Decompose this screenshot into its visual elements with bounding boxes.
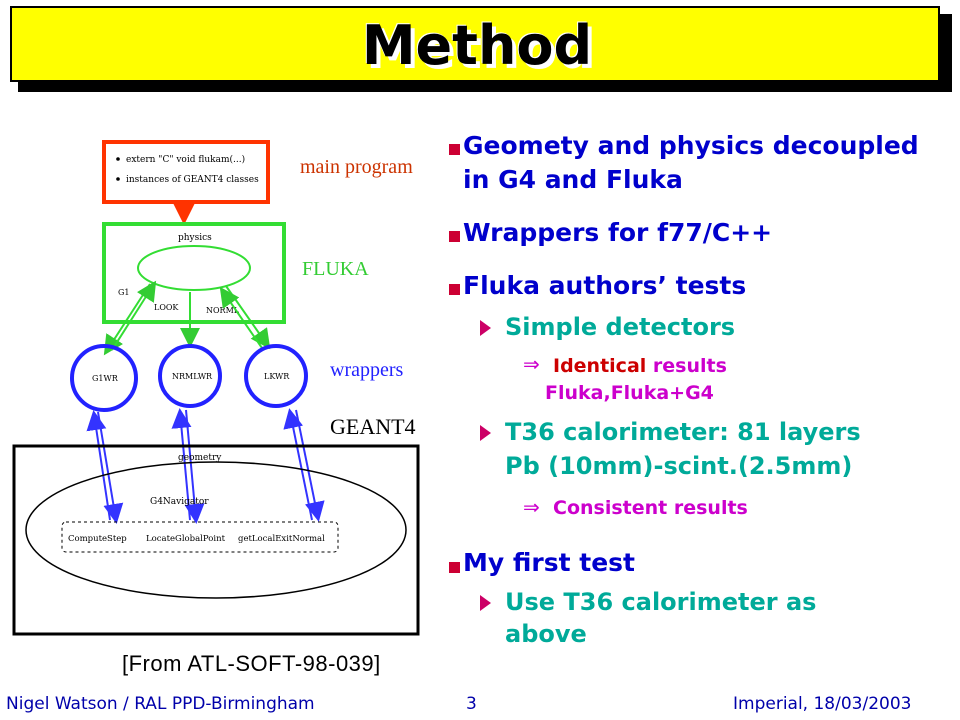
footer-venue-date: Imperial, 18/03/2003 — [733, 694, 912, 714]
green-arrow-lkwr-out — [219, 286, 263, 349]
bullet-1-line1: Geomety and physics decoupled — [463, 131, 919, 160]
lkwr-label: LKWR — [264, 372, 290, 381]
bullet-square-1 — [449, 144, 460, 155]
bullet-3: Fluka authors’ tests — [463, 271, 747, 300]
architecture-diagram: extern "C" void flukam(...) instances of… — [12, 140, 420, 636]
bullet-3-sub2-result: Consistent results — [553, 497, 748, 519]
footer-page-number: 3 — [466, 694, 477, 714]
geant4-label: GEANT4 — [330, 414, 416, 439]
locate-point-label: LocateGlobalPoint — [146, 534, 226, 544]
blue-arrow-lkwr-down — [295, 409, 325, 522]
g1-label: G1 — [118, 288, 129, 297]
bullet-square-2 — [449, 231, 460, 242]
physics-label: physics — [178, 233, 212, 243]
methods-dashed-box — [61, 521, 339, 553]
bullet-square-3 — [449, 284, 460, 295]
blue-arrow-nrmlwr-up — [171, 408, 192, 521]
navigator-label: G4Navigator — [150, 497, 209, 507]
compute-step-label: ComputeStep — [68, 534, 127, 544]
geometry-label: geometry — [178, 453, 222, 463]
lkwr-circle — [244, 344, 308, 408]
g1wr-circle — [70, 344, 138, 412]
footer-author: Nigel Watson / RAL PPD-Birmingham — [6, 694, 315, 714]
main-box-bullet-1 — [116, 157, 120, 161]
bullet-3-sub1: Simple detectors — [505, 313, 736, 341]
sub-bullet-arrow-1 — [480, 320, 491, 336]
bullet-3-sub2-line1: T36 calorimeter: 81 layers — [505, 418, 861, 446]
bullet-4-sub1-line1: Use T36 calorimeter as — [505, 588, 817, 616]
g1wr-label: G1WR — [92, 374, 119, 383]
bullet-2: Wrappers for f77/C++ — [463, 218, 773, 247]
bullet-square-4 — [449, 562, 460, 573]
green-arrow-g1wr-out — [111, 280, 157, 351]
results-word: results — [646, 355, 727, 377]
bullet-3-sub1-result: Identical results — [553, 354, 727, 378]
bullet-3-sub1-result-line2: Fluka,Fluka+G4 — [545, 382, 714, 404]
wrappers-label: wrappers — [330, 359, 404, 381]
main-box-line2: instances of GEANT4 classes — [126, 175, 259, 185]
fluka-box — [102, 222, 286, 324]
exit-normal-label: getLocalExitNormal — [238, 534, 325, 544]
bullet-1-line2: in G4 and Fluka — [463, 165, 683, 194]
sub-bullet-arrow-3 — [480, 595, 491, 611]
main-box-line1: extern "C" void flukam(...) — [126, 154, 245, 165]
title-banner: Method — [10, 6, 940, 82]
fluka-label: FLUKA — [302, 258, 369, 280]
main-program-label: main program — [300, 156, 413, 178]
physics-ellipse — [137, 245, 251, 291]
blue-arrow-g1wr-up — [86, 410, 111, 521]
bullet-3-sub2-line2: Pb (10mm)-scint.(2.5mm) — [505, 452, 853, 480]
bullet-4-sub1-line2: above — [505, 620, 587, 648]
implies-symbol-2: ⇒ — [523, 495, 540, 519]
main-box-bullet-2 — [116, 177, 120, 181]
look-label: LOOK — [154, 303, 179, 312]
source-caption: [From ATL-SOFT-98-039] — [122, 651, 381, 676]
green-arrow-lkwr-in — [225, 285, 271, 350]
nrmlwr-label: NRMLWR — [172, 372, 213, 381]
slide-title: Method — [361, 14, 593, 77]
nrmlwr-circle — [158, 344, 222, 408]
bullet-4: My first test — [463, 548, 636, 577]
geant4-box — [12, 444, 420, 636]
sub-bullet-arrow-2 — [480, 425, 491, 441]
implies-symbol-1: ⇒ — [523, 352, 540, 376]
identical-word: Identical — [553, 355, 647, 377]
norml-label: NORML — [206, 306, 240, 315]
blue-arrow-lkwr-up — [283, 408, 313, 521]
navigator-ellipse — [25, 461, 407, 599]
main-program-box — [102, 140, 270, 204]
